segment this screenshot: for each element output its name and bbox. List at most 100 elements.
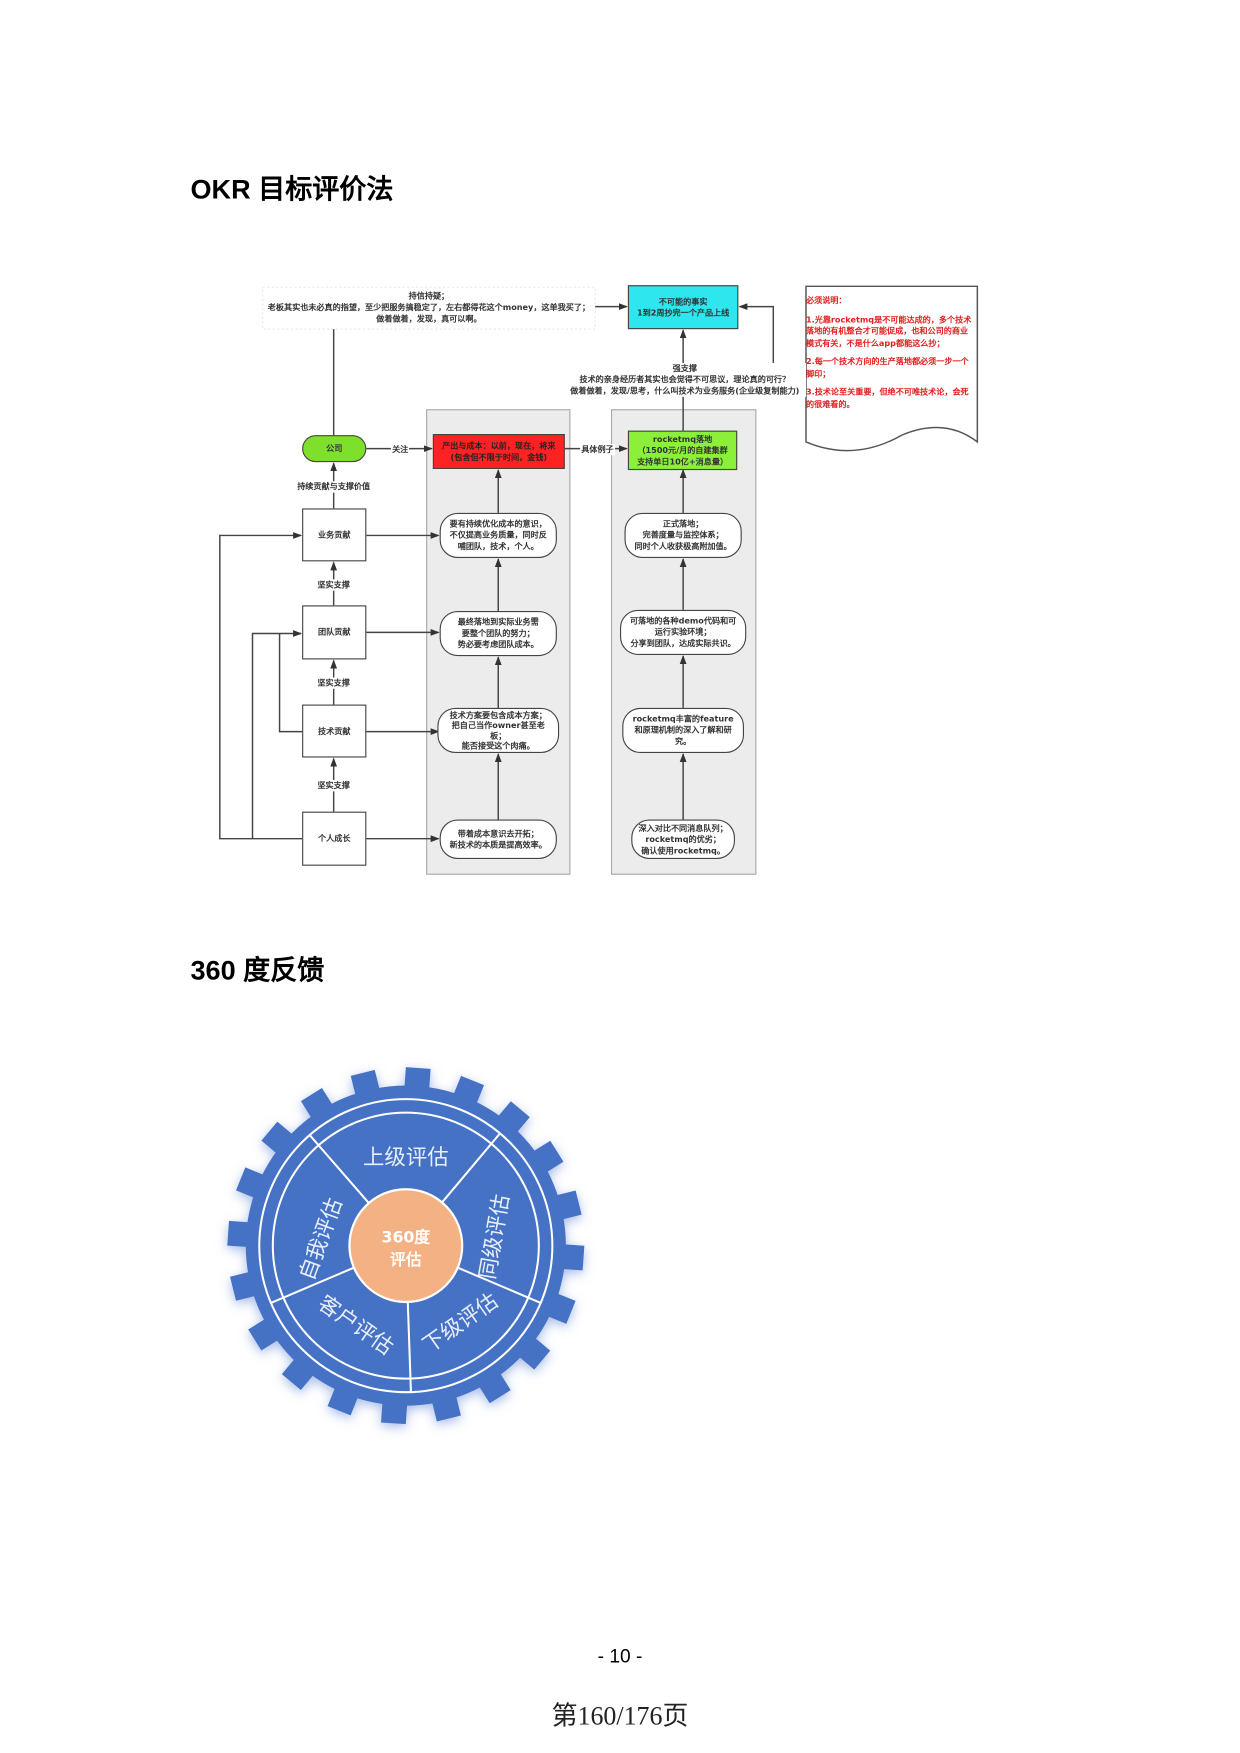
impossible-fact-box: 不可能的事实 1到2周抄完一个产品上线: [627, 285, 739, 330]
diagram-connectors: [219, 285, 979, 843]
note-line: 和原理机制的深入了解和研: [634, 724, 732, 735]
segment-label-superior: 上级评估: [363, 1145, 449, 1170]
okr-diagram: 持信持疑； 老板其实也未必真的指望，至少把服务搞稳定了，左右都得花这个money…: [219, 285, 979, 875]
box-line: (包含但不限于时间，金钱): [450, 451, 548, 462]
must-note-item: 1.光靠rocketmq是不可能达成的，多个技术落地的有机整合才可能促成，也和公…: [805, 313, 972, 348]
note-line: rocketmq丰富的feature: [632, 713, 734, 724]
rocketmq-note: 正式落地； 完善度量与监控体系； 同时个人收获极高附加值。: [624, 512, 742, 558]
note-line: 带着成本意识去开拓；: [457, 827, 539, 839]
example-label: 具体例子: [580, 444, 615, 456]
sustain-label: 持续贡献与支撑价值: [296, 481, 372, 493]
note-line: 势必要考虑团队成本。: [457, 639, 539, 650]
box-line: （1500元/月的自建集群: [637, 444, 728, 455]
center-label-line2: 评估: [390, 1250, 422, 1269]
note-line: 同时个人收获极高附加值。: [634, 541, 732, 552]
level-label: 个人成长: [318, 833, 351, 844]
note-line: 把自己当作owner甚至老: [451, 720, 545, 731]
page-number: - 10 -: [597, 1645, 643, 1668]
must-note-item: 3.技术论至关重要，但绝不可唯技术论，会死的很难看的。: [805, 386, 969, 409]
level-label: 业务贡献: [318, 529, 351, 540]
note-line: 最终落地到实际业务需: [457, 616, 539, 627]
support-label: 坚实支撑: [316, 677, 352, 689]
gear-tooth: [515, 1334, 551, 1370]
gear-tooth: [281, 1355, 317, 1391]
note-line: 分享到团队，达成实际共识。: [630, 638, 736, 649]
note-line: 技术方案要包含成本方案；: [449, 710, 547, 721]
section-title-360: 360 度反馈: [190, 955, 325, 987]
center-circle: [348, 1188, 464, 1304]
focus-label: 关注: [390, 444, 410, 456]
page-of-total: 第160/176页: [551, 1702, 689, 1731]
box-line: 不可能的事实: [658, 295, 708, 307]
level-label: 团队贡献: [318, 626, 351, 637]
note-line: 做着做着，发现/思考，什么叫技术为业务服务(企业级复制能力): [570, 385, 800, 396]
support-label: 坚实支撑: [316, 780, 352, 792]
segment-divider: [308, 1134, 370, 1204]
gear-tooth: [236, 1167, 269, 1200]
output-cost-box: 产出与成本：以前，现在，将来 (包含但不限于时间，金钱): [432, 433, 565, 469]
must-note-title: 必须说明：: [805, 295, 847, 306]
gear-tooth: [300, 1088, 336, 1123]
segment-divider: [406, 1301, 412, 1393]
gear-360-diagram: 360度 评估 上级评估 同级评估 下级评估 客户评估 自我评估: [227, 1067, 585, 1425]
cost-note: 要有持续优化成本的意识， 不仅提高业务质量，同时反 哺团队，技术，个人。: [439, 512, 557, 558]
gear-tooth: [404, 1067, 431, 1094]
note-line: 要有持续优化成本的意识，: [449, 518, 547, 529]
note-line: 能否接受这个肉痛。: [461, 740, 535, 751]
note-line: 正式落地；: [662, 518, 704, 529]
note-line: 确认使用rocketmq。: [641, 844, 725, 856]
rocketmq-note: 深入对比不同消息队列； rocketmq的优劣； 确认使用rocketmq。: [631, 819, 735, 859]
strong-support-note: 强支撑 技术的亲身经历者其实也会觉得不可思议，理论真的可行？ 做着做着，发现/思…: [563, 362, 806, 397]
support-label: 坚实支撑: [316, 579, 352, 591]
note-line: 哺团队，技术，个人。: [457, 541, 539, 552]
gear-tooth: [261, 1121, 297, 1157]
note-line: 究。: [675, 736, 692, 747]
must-note-item: 2.每一个技术方向的生产落地都必须一步一个脚印；: [805, 356, 969, 379]
company-node: 公司: [302, 435, 367, 463]
gear-tooth: [229, 1270, 261, 1301]
gear-tooth: [248, 1316, 283, 1351]
note-line: 强支撑: [672, 362, 697, 374]
gear-tooth: [327, 1383, 360, 1416]
segment-divider: [457, 1266, 542, 1304]
top-note-line: 持信持疑；: [408, 290, 450, 301]
note-line: 要整个团队的努力；: [461, 627, 535, 639]
box-line: rocketmq落地: [652, 433, 713, 444]
gear-rings: [258, 1098, 554, 1394]
rocketmq-note: 可落地的各种demo代码和可 运行实验环境； 分享到团队，达成实际共识。: [619, 609, 747, 655]
note-line: 新技术的本质是提高效率。: [449, 839, 547, 850]
note-line: 可落地的各种demo代码和可: [629, 615, 737, 626]
center-label-line1: 360度: [381, 1227, 430, 1246]
segment-divider: [441, 1132, 501, 1204]
gear-tooth: [381, 1397, 408, 1425]
gear-tooth: [494, 1101, 530, 1137]
note-line: 完善度量与监控体系；: [642, 529, 724, 540]
rocketmq-box: rocketmq落地 （1500元/月的自建集群 支持单日10亿+消息量）: [627, 430, 738, 471]
top-note: 持信持疑； 老板其实也未必真的指望，至少把服务搞稳定了，左右都得花这个money…: [263, 291, 596, 325]
note-line: 不仅提高业务质量，同时反: [449, 529, 547, 540]
top-note-line: 做着做着，发现，真可以啊。: [376, 313, 482, 324]
gear-tooth: [529, 1140, 564, 1175]
level-personal: 个人成长: [302, 811, 367, 866]
segment-dividers: [270, 1132, 542, 1393]
cost-note: 最终落地到实际业务需 要整个团队的努力； 势必要考虑团队成本。: [439, 610, 557, 657]
gear-tooth: [557, 1243, 585, 1271]
section-title-okr: OKR 目标评价法: [190, 174, 394, 206]
rocketmq-note: rocketmq丰富的feature 和原理机制的深入了解和研 究。: [622, 707, 744, 754]
gear-tooth: [543, 1291, 576, 1324]
top-note-line: 老板其实也未必真的指望，至少把服务搞稳定了，左右都得花这个money，这单我买了…: [267, 302, 591, 313]
note-line: 深入对比不同消息队列；: [638, 822, 728, 833]
cost-note: 技术方案要包含成本方案； 把自己当作owner甚至老 板； 能否接受这个肉痛。: [437, 707, 560, 754]
note-line: rocketmq的优劣；: [645, 833, 721, 844]
gear-tooth: [227, 1220, 254, 1248]
box-line: 1到2周抄完一个产品上线: [636, 307, 730, 318]
must-note-document: 必须说明： 1.光靠rocketmq是不可能达成的，多个技术落地的有机整合才可能…: [806, 295, 975, 417]
level-business: 业务贡献: [302, 508, 367, 562]
note-line: 技术的亲身经历者其实也会觉得不可思议，理论真的可行？: [579, 374, 791, 385]
gear-tooth: [350, 1069, 381, 1100]
company-label: 公司: [326, 443, 343, 454]
level-tech: 技术贡献: [302, 704, 367, 758]
gear-tooth: [430, 1391, 461, 1422]
box-line: 支持单日10亿+消息量）: [637, 455, 729, 467]
